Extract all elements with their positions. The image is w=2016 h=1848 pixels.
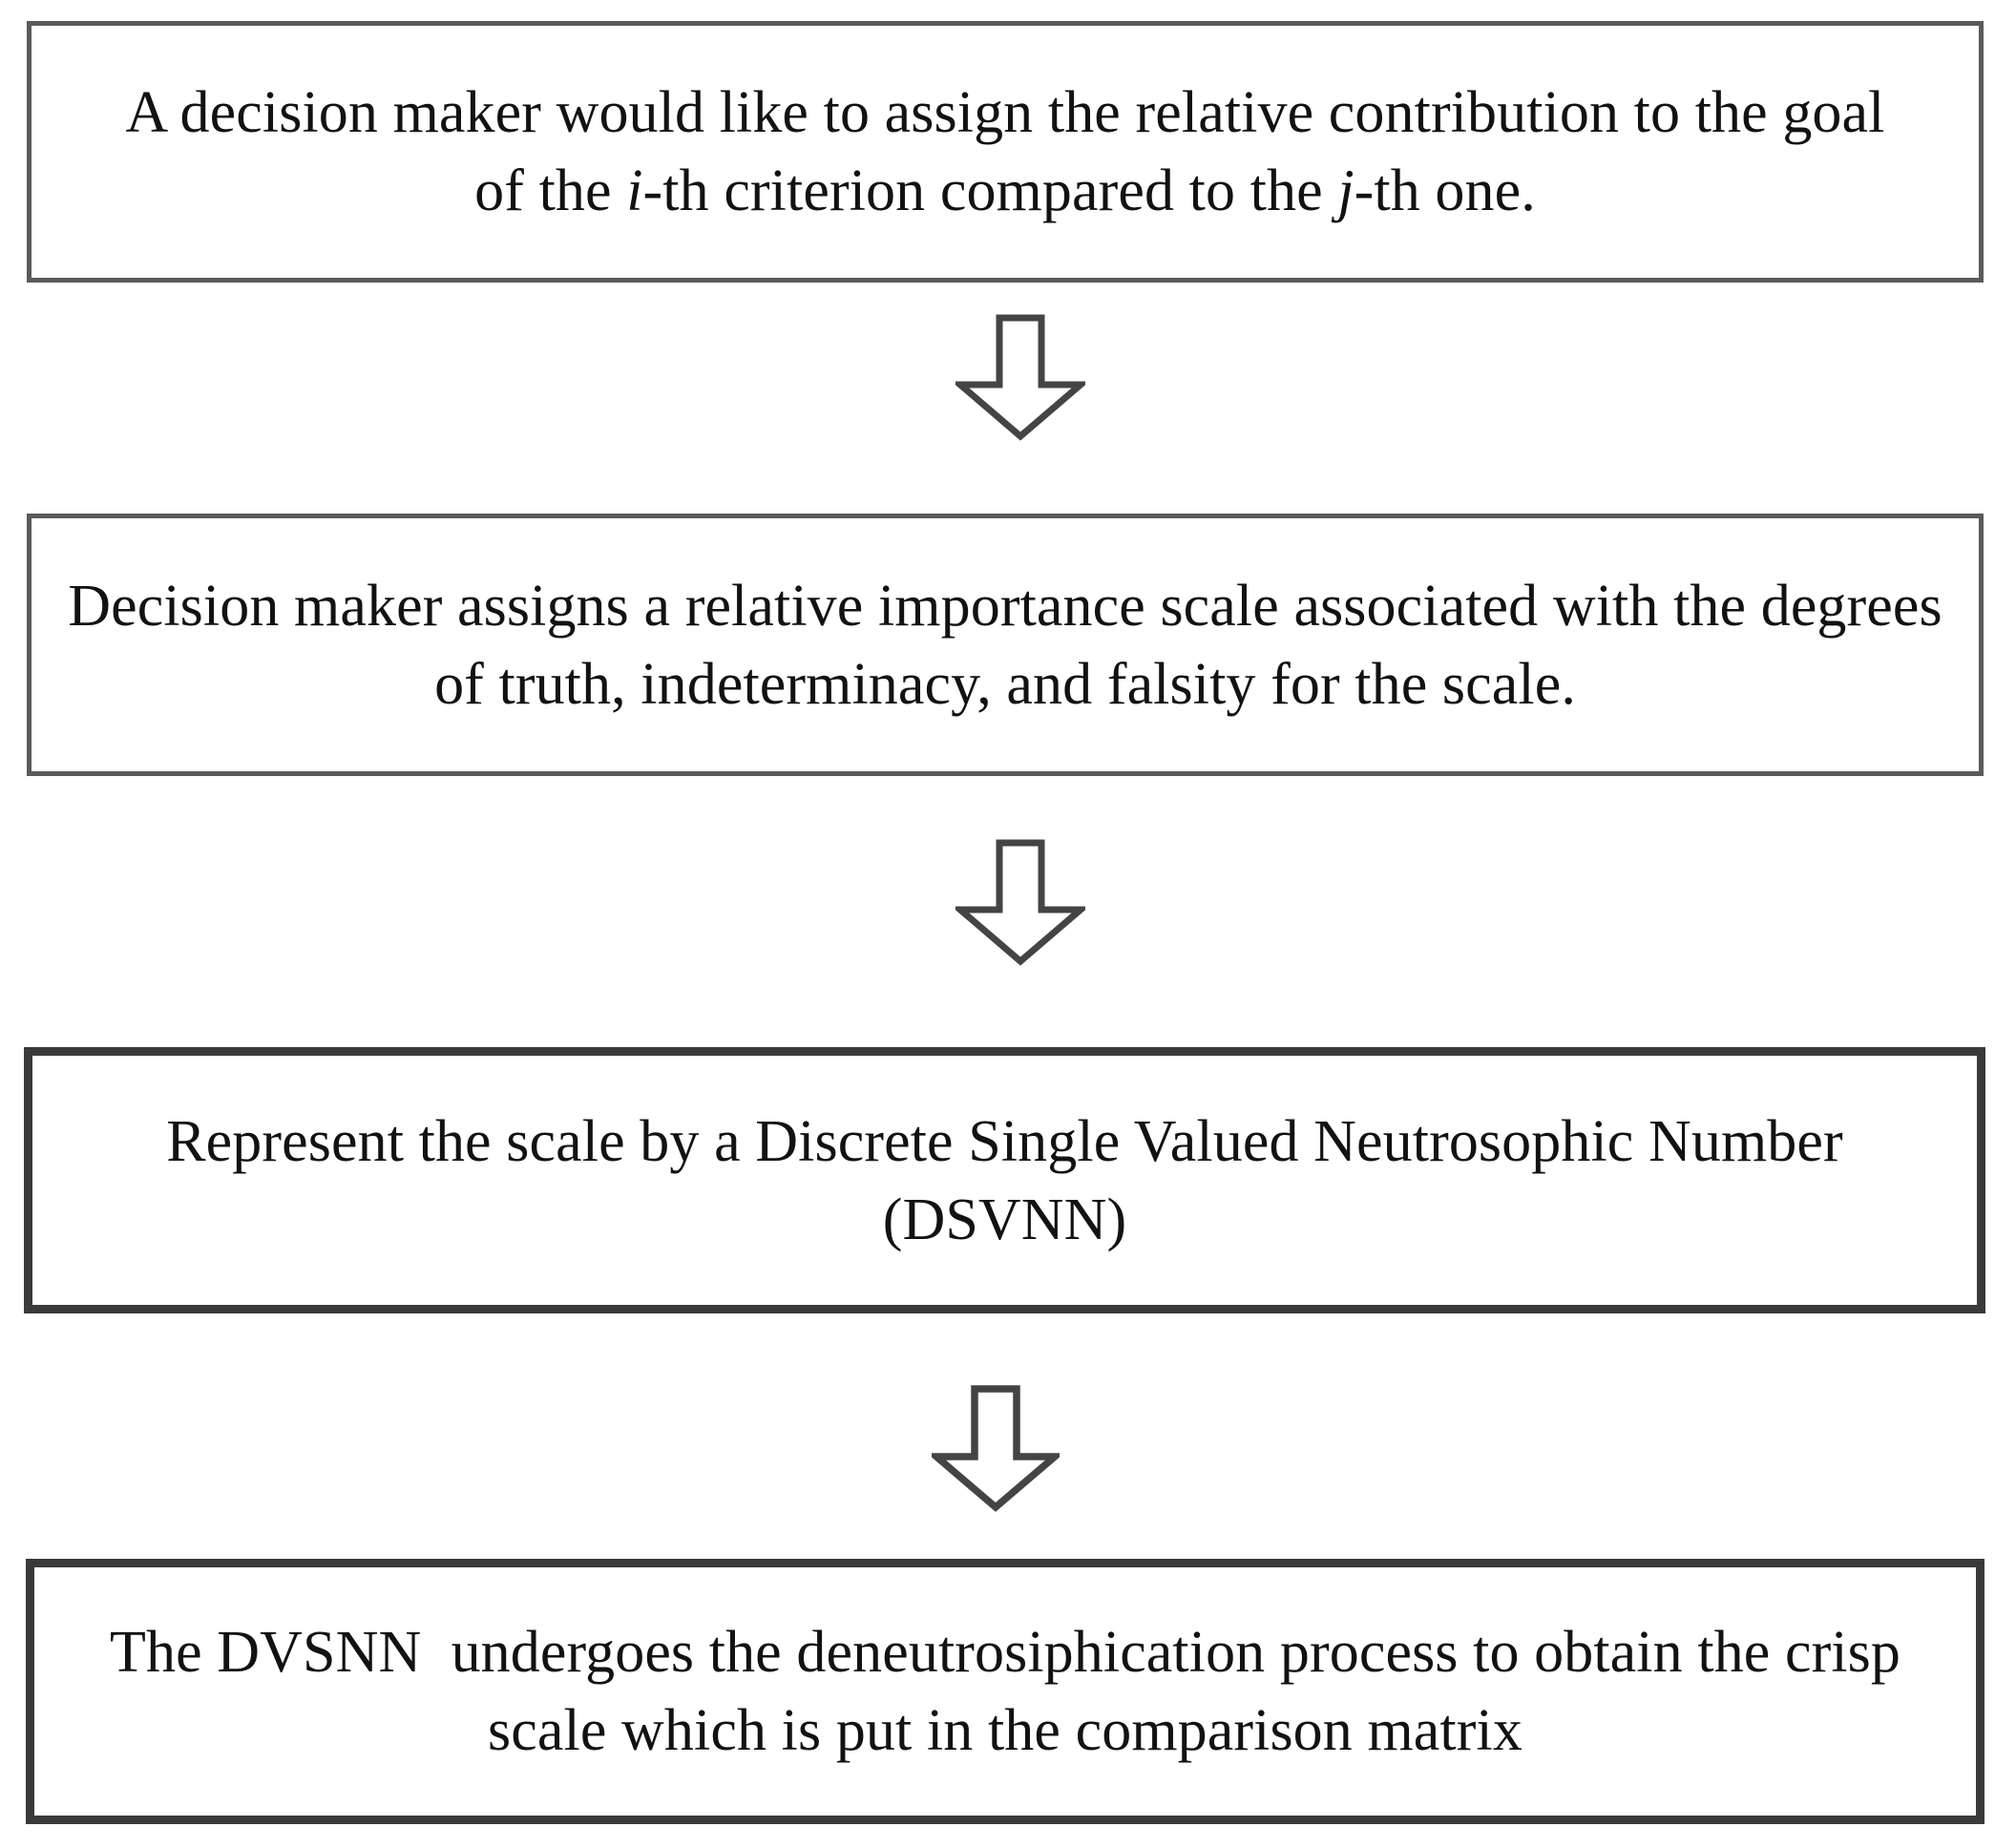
- flowchart-node-deneutrosiphication: The DVSNN undergoes the deneutrosiphicat…: [26, 1559, 1984, 1824]
- flowchart-node-4-text: The DVSNN undergoes the deneutrosiphicat…: [110, 1620, 1916, 1763]
- down-arrow-icon: [956, 313, 1085, 441]
- flowchart-node-assign-relative-contribution: A decision maker would like to assign th…: [27, 21, 1984, 283]
- node-1-emphasis-j: j: [1337, 158, 1354, 223]
- flowchart-node-1-text: A decision maker would like to assign th…: [32, 74, 1979, 230]
- flowchart-node-assign-importance-scale: Decision maker assigns a relative import…: [27, 514, 1984, 776]
- node-1-text-part-1: A decision maker would like to assign th…: [125, 80, 1900, 223]
- flowchart-node-2-text: Decision maker assigns a relative import…: [68, 573, 1958, 717]
- flowchart-node-3-text: Represent the scale by a Discrete Single…: [166, 1108, 1858, 1252]
- node-1-emphasis-i: i: [626, 158, 643, 223]
- node-1-text-part-3: -th one.: [1354, 158, 1536, 223]
- node-1-text-part-2: -th criterion compared to the: [642, 158, 1338, 223]
- down-arrow-icon: [932, 1384, 1060, 1512]
- down-arrow-icon: [956, 838, 1085, 966]
- flowchart-node-represent-scale-dsvnn: Represent the scale by a Discrete Single…: [24, 1047, 1985, 1313]
